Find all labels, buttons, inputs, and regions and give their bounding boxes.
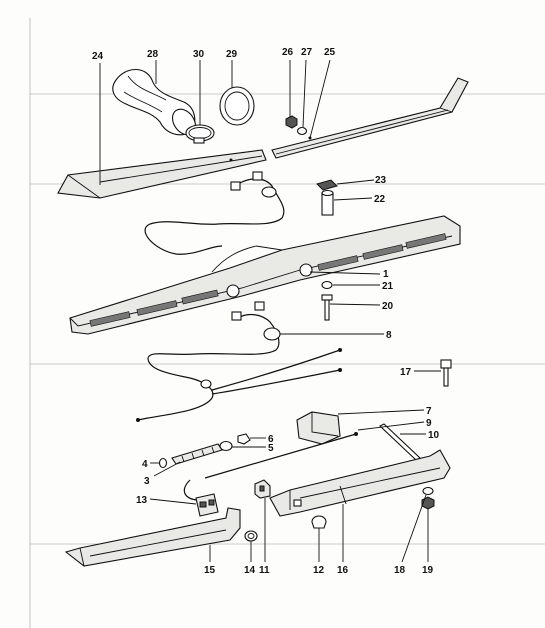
callout-leader-lines	[99, 59, 441, 563]
part-washer-21	[321, 280, 333, 290]
callout-25: 25	[324, 47, 336, 58]
callout-16: 16	[337, 565, 349, 576]
callout-11: 11	[259, 565, 270, 576]
callout-4: 4	[142, 459, 148, 470]
callout-15: 15	[204, 565, 216, 576]
part-hose-clamp	[185, 124, 215, 144]
part-flap-bar-3	[171, 443, 223, 465]
part-clip	[316, 179, 338, 191]
callout-3: 3	[144, 476, 150, 487]
part-connector-11	[254, 479, 271, 499]
callout-5: 5	[268, 443, 274, 454]
callout-19: 19	[422, 565, 434, 576]
part-right-footwell-vent	[269, 449, 451, 517]
part-bolt-20	[321, 294, 333, 321]
part-left-defroster-trim	[57, 149, 267, 199]
callout-24: 24	[92, 51, 104, 62]
callout-27: 27	[301, 47, 313, 58]
callout-21: 21	[382, 281, 394, 292]
part-nut	[285, 115, 298, 129]
callout-18: 18	[394, 565, 406, 576]
part-clip-4	[158, 457, 168, 469]
callout-8: 8	[386, 330, 392, 341]
part-sealing-ring	[219, 86, 255, 126]
callout-20: 20	[382, 301, 394, 312]
part-spacer-sleeve	[321, 189, 334, 216]
part-grommet-14	[244, 530, 258, 542]
part-washer	[296, 126, 308, 136]
callout-10: 10	[428, 430, 440, 441]
callout-29: 29	[226, 49, 238, 60]
part-knob-12	[311, 515, 327, 529]
part-switch-13	[183, 479, 219, 517]
part-nut-19	[421, 496, 435, 510]
part-cover-7	[296, 411, 341, 445]
part-upper-wiring-harness	[144, 171, 285, 255]
part-cable-9	[204, 432, 358, 479]
callout-9: 9	[426, 418, 432, 429]
callout-26: 26	[282, 47, 294, 58]
part-air-hose	[112, 68, 197, 136]
part-grommet-5	[219, 440, 233, 452]
callout-23: 23	[375, 175, 387, 186]
callout-30: 30	[193, 49, 205, 60]
callout-1: 1	[383, 269, 389, 280]
part-heater-duct	[69, 215, 461, 335]
part-lower-wiring-harness	[136, 301, 342, 422]
callout-7: 7	[426, 406, 432, 417]
part-nut-6	[237, 433, 251, 445]
part-screw-17	[440, 359, 452, 387]
callout-28: 28	[147, 49, 159, 60]
callout-17: 17	[400, 367, 412, 378]
part-washer-18	[422, 486, 434, 496]
callout-22: 22	[374, 194, 386, 205]
callout-6: 6	[268, 434, 274, 445]
part-left-footwell-vent	[64, 507, 241, 567]
part-rod-10	[379, 423, 421, 461]
callout-12: 12	[313, 565, 325, 576]
part-right-defroster-trim	[271, 77, 469, 159]
callout-14: 14	[244, 565, 256, 576]
callout-13: 13	[136, 495, 148, 506]
